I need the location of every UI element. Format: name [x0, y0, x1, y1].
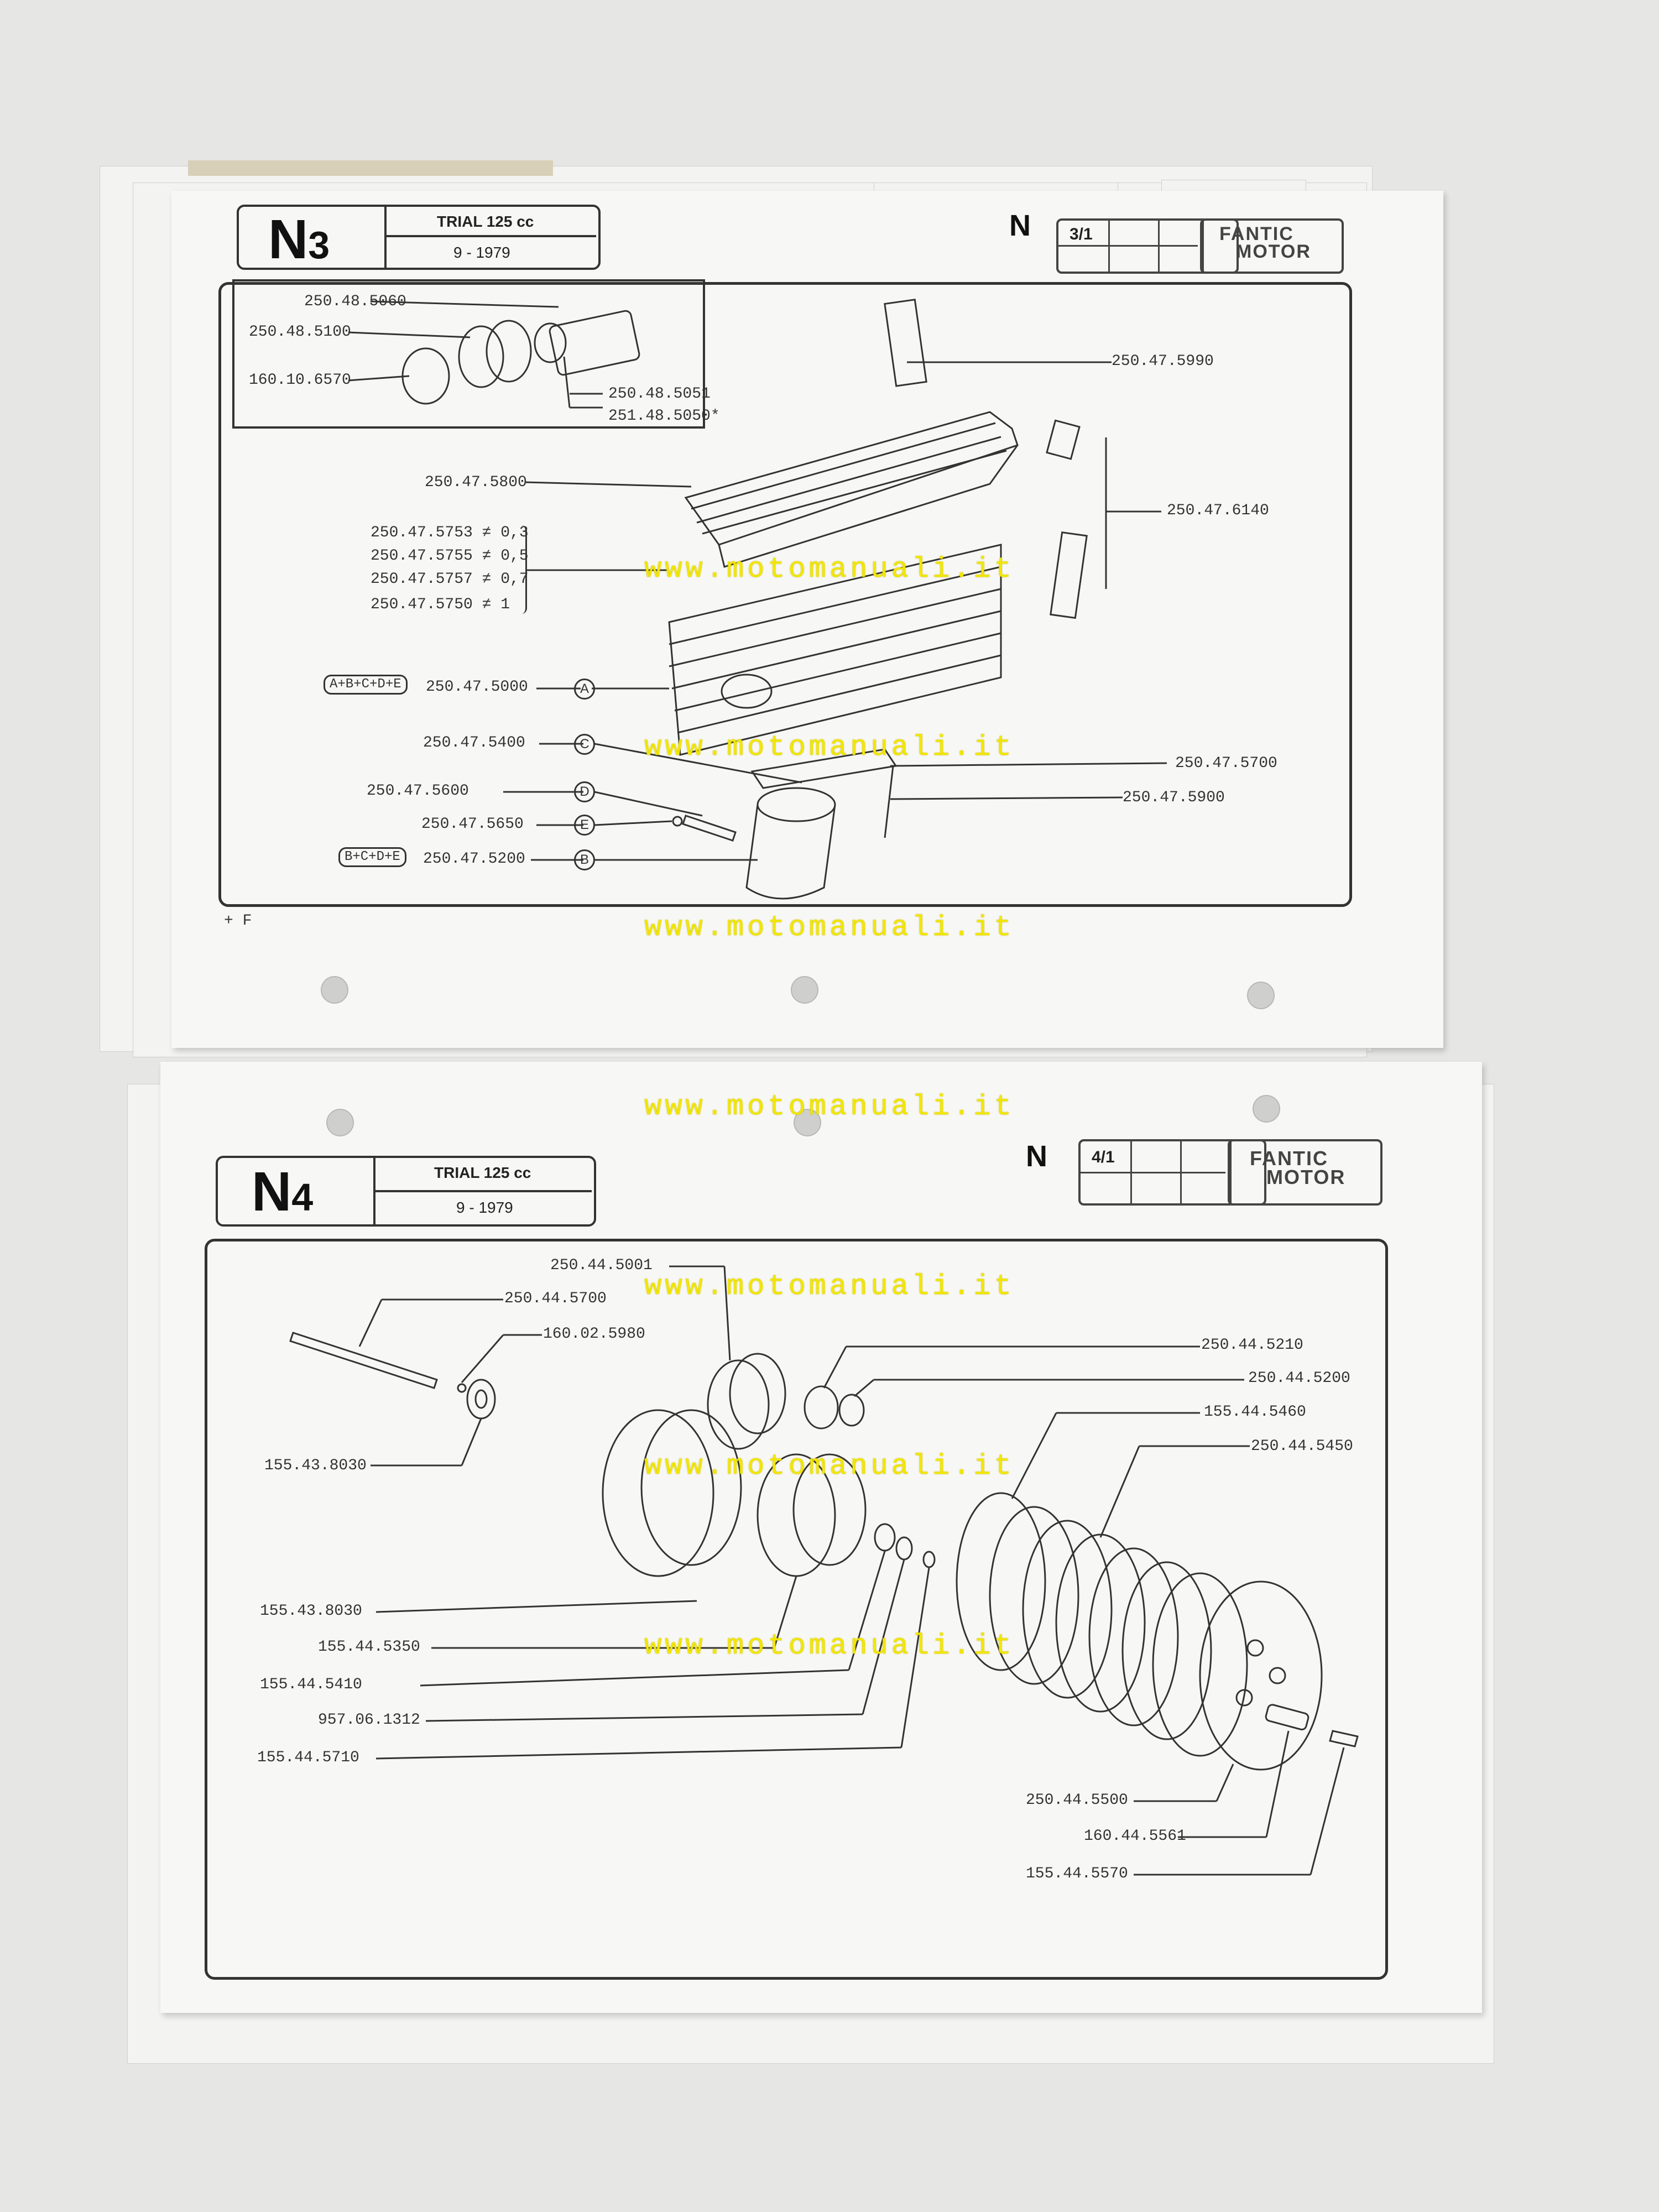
- part-label: 250.47.5900: [1123, 789, 1225, 806]
- binder-hole: [1247, 982, 1275, 1009]
- part-label: 250.47.5400: [423, 734, 525, 752]
- part-label: 250.44.5500: [1026, 1792, 1128, 1809]
- part-label: 250.47.5600: [367, 782, 469, 800]
- part-label: 250.47.5200: [423, 851, 525, 868]
- part-label: 250.47.5755 ≠ 0,5: [371, 547, 529, 565]
- part-label: 250.47.5757 ≠ 0,7: [371, 571, 529, 588]
- page-index-table: 3/1: [1056, 218, 1239, 274]
- binder-hole: [326, 1109, 354, 1136]
- diagram-frame: [218, 282, 1352, 907]
- part-label: 160.44.5561: [1084, 1828, 1186, 1845]
- brand-logo: FANTIC MOTOR: [1250, 1147, 1346, 1189]
- page-index-table: 4/1: [1078, 1139, 1266, 1206]
- part-label: 160.02.5980: [543, 1326, 645, 1343]
- part-label: 155.44.5410: [260, 1676, 362, 1693]
- model-date: 9 - 1979: [456, 1199, 513, 1216]
- header-divider: [384, 235, 596, 237]
- page-index: 4/1: [1092, 1148, 1115, 1166]
- part-label: 957.06.1312: [318, 1712, 420, 1729]
- clutch-diagram: [289, 1265, 1359, 1876]
- part-label: 250.48.5060: [304, 293, 406, 310]
- part-label: 250.44.5450: [1251, 1438, 1353, 1455]
- part-label: 250.44.5200: [1248, 1370, 1350, 1387]
- watermark: www.motomanuali.it: [644, 1091, 1015, 1123]
- part-label: 250.44.5210: [1201, 1337, 1303, 1354]
- page-index: 3/1: [1070, 225, 1093, 243]
- part-label: 251.48.5050*: [608, 408, 720, 425]
- part-label: 155.44.5710: [257, 1749, 359, 1766]
- callout-circle: D: [574, 781, 595, 802]
- watermark: www.motomanuali.it: [644, 1630, 1015, 1662]
- binder-hole: [1253, 1095, 1280, 1123]
- page-code-box: [237, 205, 601, 270]
- part-label: 250.48.5100: [249, 324, 351, 341]
- cylinder-diagram: [348, 299, 1167, 900]
- model-title: TRIAL 125 cc: [437, 213, 534, 230]
- watermark: www.motomanuali.it: [644, 1450, 1015, 1483]
- part-label: 250.44.5001: [550, 1257, 653, 1274]
- part-label: 250.47.5753 ≠ 0,3: [371, 524, 529, 541]
- page-code: N3: [268, 208, 330, 270]
- part-label: 155.43.8030: [264, 1457, 367, 1474]
- watermark: www.motomanuali.it: [644, 1270, 1015, 1303]
- model-date: 9 - 1979: [453, 244, 510, 261]
- bracket: [520, 525, 527, 614]
- group-label: B+C+D+E: [338, 847, 406, 867]
- section-letter: N: [1026, 1140, 1047, 1173]
- part-label: 155.44.5570: [1026, 1865, 1128, 1882]
- part-label: 250.47.5650: [421, 816, 524, 833]
- part-label: 250.47.5990: [1112, 353, 1214, 370]
- part-label: 250.47.5800: [425, 474, 527, 491]
- page-code: N4: [252, 1161, 314, 1223]
- binder-hole: [791, 976, 818, 1004]
- group-label: A+B+C+D+E: [324, 675, 408, 695]
- callout-circle: E: [574, 815, 595, 836]
- model-title: TRIAL 125 cc: [434, 1164, 531, 1181]
- diagram-frame: [205, 1239, 1388, 1980]
- part-label: 250.47.5750 ≠ 1: [371, 596, 510, 613]
- manual-page-n3: N3 TRIAL 125 cc 9 - 1979 N 3/1 FANTIC MO…: [171, 191, 1443, 1048]
- manual-page-n4: N4 TRIAL 125 cc 9 - 1979 N 4/1 FANTIC MO…: [160, 1062, 1482, 2013]
- watermark: www.motomanuali.it: [644, 911, 1015, 944]
- brand-box: [1200, 218, 1344, 274]
- section-letter: N: [1009, 209, 1031, 242]
- watermark: www.motomanuali.it: [644, 731, 1015, 764]
- part-label: 155.43.8030: [260, 1603, 362, 1620]
- tape-strip: [188, 160, 553, 176]
- inset-frame: [232, 279, 705, 429]
- footer-mark: + F: [224, 912, 252, 930]
- part-label: 155.44.5460: [1204, 1404, 1306, 1421]
- page-code-box: [216, 1156, 596, 1227]
- callout-circle: A: [574, 679, 595, 700]
- callout-circle: B: [574, 849, 595, 870]
- part-label: 250.44.5700: [504, 1290, 607, 1307]
- part-label: 160.10.6570: [249, 372, 351, 389]
- watermark: www.motomanuali.it: [644, 553, 1015, 586]
- part-label: 250.48.5051: [608, 385, 711, 403]
- part-label: 250.47.6140: [1167, 502, 1269, 519]
- part-label: 250.47.5000: [426, 679, 528, 696]
- binder-hole: [794, 1109, 821, 1136]
- brand-box: [1228, 1139, 1383, 1206]
- part-label: 155.44.5350: [318, 1639, 420, 1656]
- brand-logo: FANTIC MOTOR: [1219, 223, 1311, 263]
- binder-hole: [321, 976, 348, 1004]
- part-label: 250.47.5700: [1175, 755, 1277, 772]
- callout-circle: C: [574, 734, 595, 755]
